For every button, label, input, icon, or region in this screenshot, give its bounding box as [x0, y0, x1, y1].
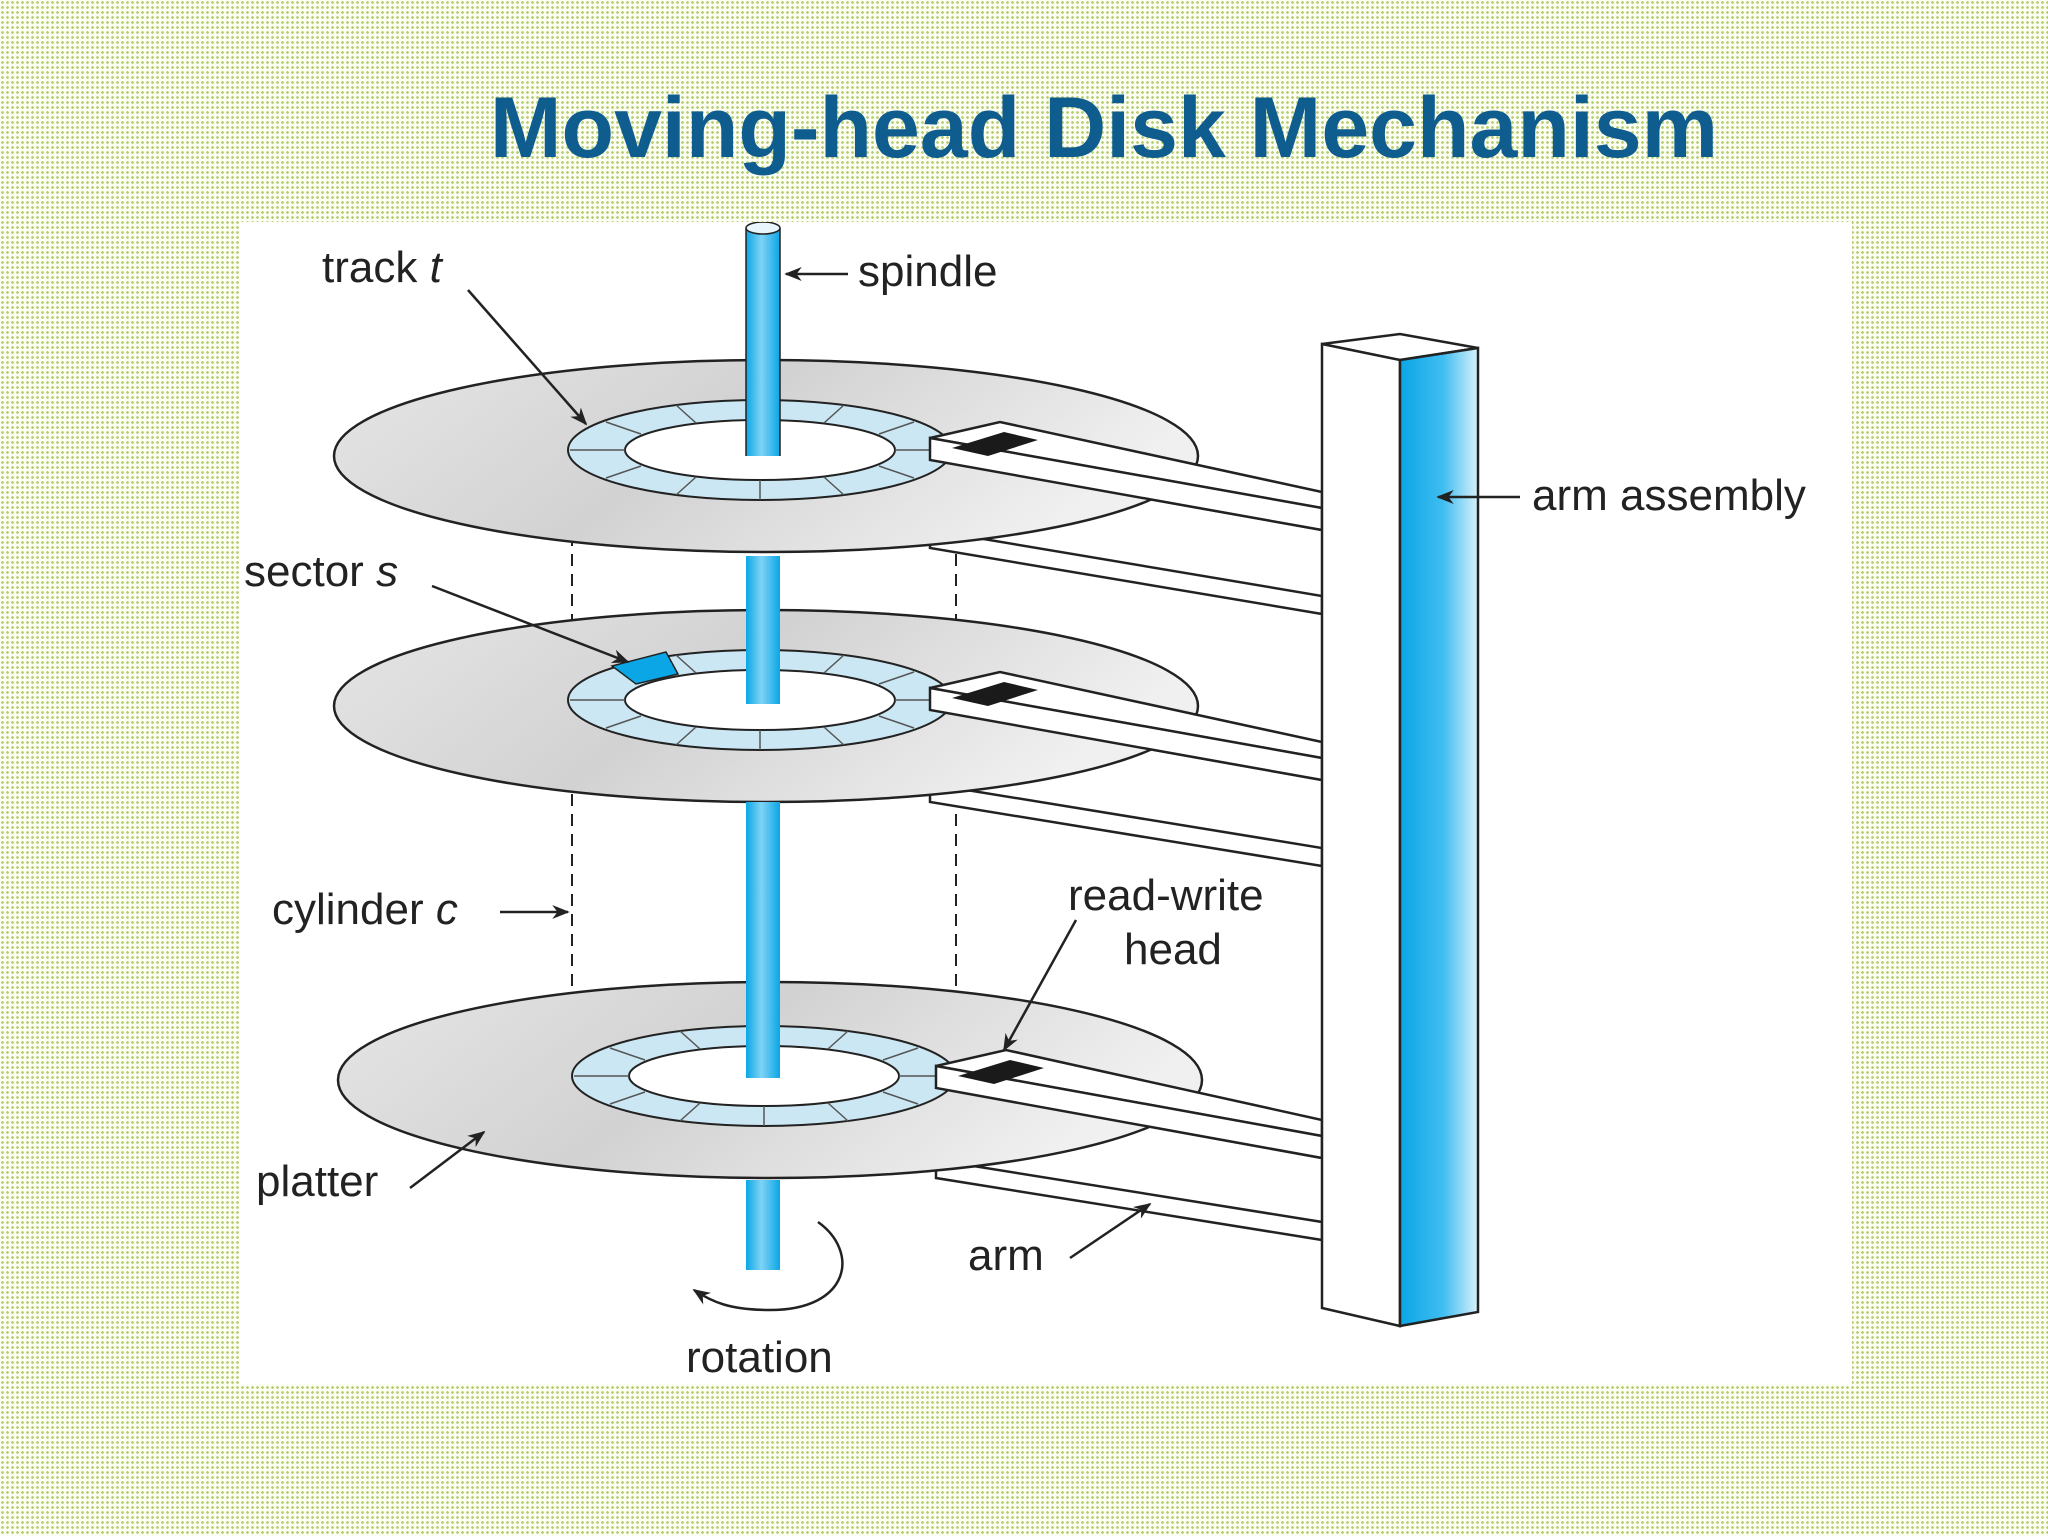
sector-highlight — [610, 651, 680, 685]
arm-label: arm — [968, 1231, 1044, 1280]
spindle-bottom — [746, 1180, 780, 1270]
track-arrow — [467, 289, 588, 426]
read-write-heads — [928, 420, 1324, 1160]
spindle — [745, 222, 781, 1078]
rotation-label: rotation — [686, 1333, 833, 1382]
rotation-arrow — [692, 1220, 844, 1312]
track-label: track t — [322, 243, 444, 292]
figure-panel: track t spindle arm assembly sector s cy… — [240, 222, 1852, 1384]
sector-label: sector s — [244, 547, 398, 596]
read-write-head-arrow — [1002, 919, 1078, 1052]
platter-arrow — [409, 1130, 486, 1189]
spindle-label: spindle — [858, 247, 997, 296]
read-write-label: read-write — [1068, 871, 1264, 920]
platter-label: platter — [256, 1157, 378, 1206]
cylinder-guides — [571, 454, 957, 1080]
sector-arrow — [431, 584, 630, 664]
head-label: head — [1124, 925, 1222, 974]
disk-mechanism-diagram: track t spindle arm assembly sector s cy… — [244, 222, 1806, 1382]
slide-title: Moving-head Disk Mechanism — [489, 80, 1719, 176]
arm-arrow — [1069, 1202, 1152, 1260]
cylinder-label: cylinder c — [272, 885, 458, 934]
label-arrows — [409, 267, 1520, 1260]
arm-assembly-label: arm assembly — [1532, 471, 1806, 520]
arm-assembly-column — [1320, 332, 1480, 1328]
